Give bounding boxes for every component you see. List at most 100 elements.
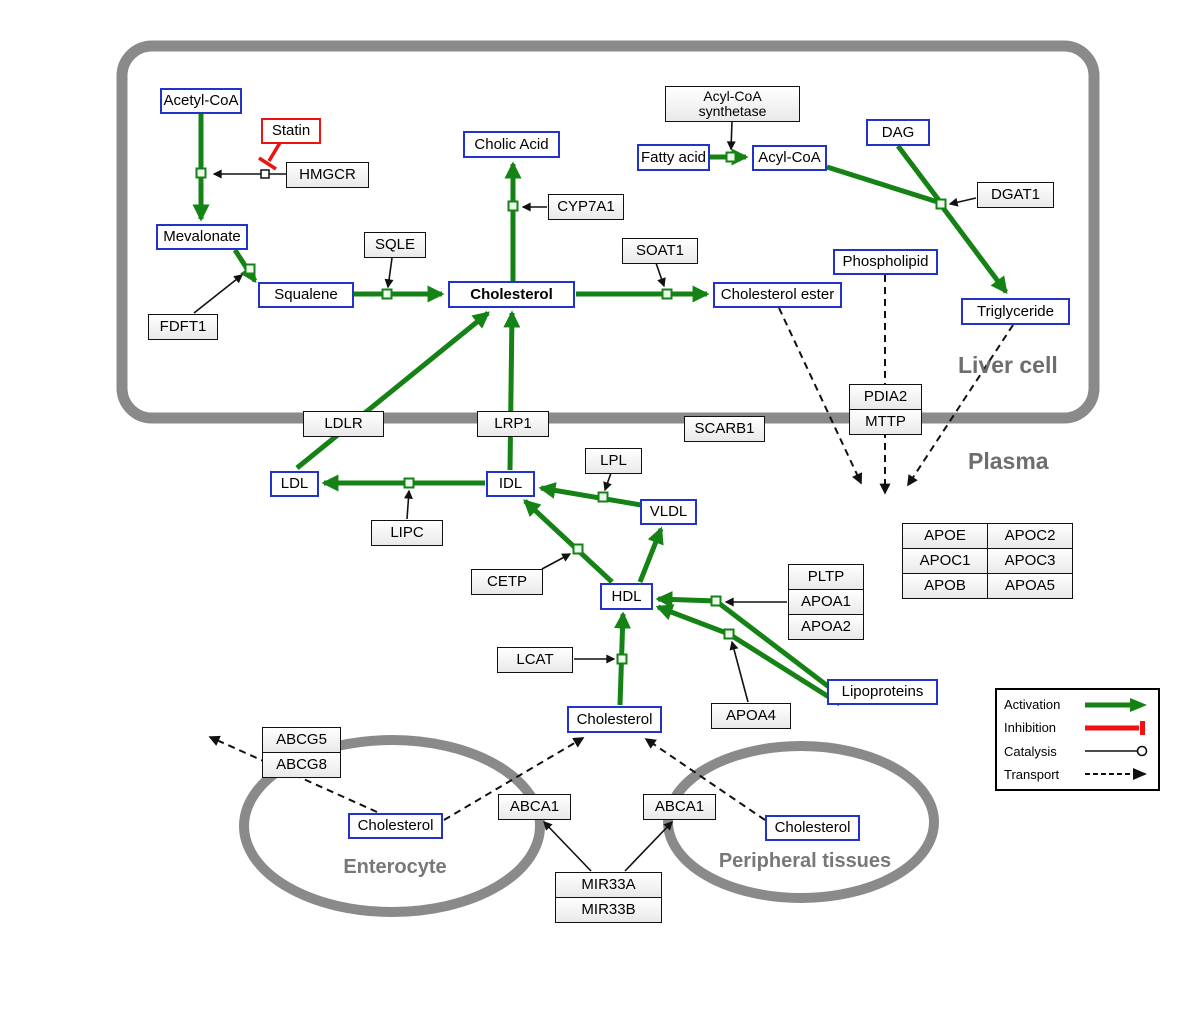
liver-cell-label: Liver cell: [958, 352, 1058, 378]
inhibition-tbar-icon: [1085, 720, 1145, 735]
node-squalene-label: Squalene: [274, 286, 338, 304]
apoe-label: APOE: [924, 527, 966, 545]
node-cholesterol-ester-label: Cholesterol ester: [720, 286, 835, 304]
node-soat1[interactable]: SOAT1: [622, 238, 698, 264]
node-statin-label: Statin: [271, 122, 311, 140]
node-apoa1[interactable]: APOA1: [788, 589, 864, 615]
process-node-squares: [195, 151, 947, 665]
node-fatty-acid[interactable]: Fatty acid: [637, 144, 710, 171]
apo-table-cell-apoe[interactable]: APOE: [902, 523, 988, 549]
node-statin[interactable]: Statin: [261, 118, 321, 144]
node-cetp[interactable]: CETP: [471, 569, 543, 595]
plasma-label: Plasma: [968, 448, 1049, 474]
node-scarb1-label: SCARB1: [694, 420, 755, 438]
node-dag[interactable]: DAG: [866, 119, 930, 146]
node-cholesterol-enterocyte-label: Cholesterol: [357, 817, 434, 835]
node-cholic-acid-label: Cholic Acid: [474, 135, 549, 153]
node-ldlr[interactable]: LDLR: [303, 411, 384, 437]
node-pltp-label: PLTP: [807, 568, 845, 586]
apoc2-label: APOC2: [1004, 527, 1056, 545]
legend-row-catalysis: Catalysis: [1004, 743, 1151, 759]
node-lipc-label: LIPC: [390, 524, 424, 542]
node-cyp7a1[interactable]: CYP7A1: [548, 194, 624, 220]
acs-line1: Acyl-CoA: [703, 88, 762, 104]
node-ldl-label: LDL: [280, 475, 309, 493]
node-cholesterol-enterocyte[interactable]: Cholesterol: [348, 813, 443, 839]
node-cholesterol-liver[interactable]: Cholesterol: [448, 281, 575, 308]
node-cholic-acid[interactable]: Cholic Acid: [463, 131, 560, 158]
node-cholesterol-peripheral[interactable]: Cholesterol: [765, 815, 860, 841]
node-abcg8[interactable]: ABCG8: [262, 752, 341, 778]
node-abcg5[interactable]: ABCG5: [262, 727, 341, 753]
node-hdl-label: HDL: [611, 587, 642, 605]
node-pltp[interactable]: PLTP: [788, 564, 864, 590]
inhibition-edge: [258, 140, 283, 171]
node-apoa2-label: APOA2: [800, 618, 852, 636]
activation-arrow-icon: [1085, 697, 1147, 712]
node-lcat[interactable]: LCAT: [497, 647, 573, 673]
node-dgat1[interactable]: DGAT1: [977, 182, 1054, 208]
node-soat1-label: SOAT1: [635, 242, 685, 260]
node-apoa4-label: APOA4: [725, 707, 777, 725]
node-idl[interactable]: IDL: [486, 471, 535, 497]
node-mevalonate[interactable]: Mevalonate: [156, 224, 248, 250]
node-phospholipid[interactable]: Phospholipid: [833, 249, 938, 275]
node-abca1-peripheral[interactable]: ABCA1: [643, 794, 716, 820]
node-lrp1-label: LRP1: [494, 415, 532, 433]
node-apoa4[interactable]: APOA4: [711, 703, 791, 729]
node-vldl[interactable]: VLDL: [640, 499, 697, 525]
apoc3-label: APOC3: [1004, 552, 1056, 570]
node-abca1-peripheral-label: ABCA1: [654, 798, 705, 816]
node-triglyceride-label: Triglyceride: [977, 302, 1054, 320]
node-ldl[interactable]: LDL: [270, 471, 319, 497]
node-sqle[interactable]: SQLE: [364, 232, 426, 258]
node-apoa1-label: APOA1: [800, 593, 852, 611]
node-fdft1[interactable]: FDFT1: [148, 314, 218, 340]
node-hmgcr-label: HMGCR: [299, 166, 356, 184]
legend-inhibition-label: Inhibition: [1004, 720, 1057, 736]
node-mir33a-label: MIR33A: [581, 876, 636, 894]
node-lipc[interactable]: LIPC: [371, 520, 443, 546]
transport-dashed-arrow-icon: [1085, 768, 1147, 781]
node-mttp[interactable]: MTTP: [849, 409, 922, 435]
legend-catalysis-label: Catalysis: [1004, 743, 1057, 759]
apo-table-cell-apob[interactable]: APOB: [902, 573, 988, 599]
node-cholesterol-peripheral-label: Cholesterol: [774, 819, 851, 837]
node-acetyl-coa[interactable]: Acetyl-CoA: [160, 88, 242, 114]
node-triglyceride[interactable]: Triglyceride: [961, 298, 1070, 325]
node-lrp1[interactable]: LRP1: [477, 411, 549, 437]
node-cholesterol-plasma-label: Cholesterol: [576, 710, 653, 728]
node-cholesterol-liver-label: Cholesterol: [470, 285, 553, 303]
node-lpl-label: LPL: [600, 452, 627, 470]
apo-table-cell-apoc3[interactable]: APOC3: [987, 548, 1073, 574]
node-scarb1[interactable]: SCARB1: [684, 416, 765, 442]
node-vldl-label: VLDL: [649, 503, 688, 521]
node-hdl[interactable]: HDL: [600, 583, 653, 610]
node-abca1-enterocyte-label: ABCA1: [509, 798, 560, 816]
legend-row-activation: Activation: [1004, 697, 1151, 713]
node-mir33b[interactable]: MIR33B: [555, 897, 662, 923]
node-mir33a[interactable]: MIR33A: [555, 872, 662, 898]
node-pdia2[interactable]: PDIA2: [849, 384, 922, 410]
node-dag-label: DAG: [881, 123, 915, 141]
node-cholesterol-ester[interactable]: Cholesterol ester: [713, 282, 842, 308]
apo-table-cell-apoc1[interactable]: APOC1: [902, 548, 988, 574]
node-cyp7a1-label: CYP7A1: [557, 198, 615, 216]
node-abca1-enterocyte[interactable]: ABCA1: [498, 794, 571, 820]
apo-table-cell-apoa5[interactable]: APOA5: [987, 573, 1073, 599]
node-squalene[interactable]: Squalene: [258, 282, 354, 308]
node-hmgcr[interactable]: HMGCR: [286, 162, 369, 188]
node-dgat1-label: DGAT1: [991, 186, 1040, 204]
node-apoa2[interactable]: APOA2: [788, 614, 864, 640]
apo-table-cell-apoc2[interactable]: APOC2: [987, 523, 1073, 549]
node-lpl[interactable]: LPL: [585, 448, 642, 474]
node-acyl-coa[interactable]: Acyl-CoA: [752, 145, 827, 171]
node-mir33b-label: MIR33B: [581, 901, 636, 919]
node-cholesterol-plasma[interactable]: Cholesterol: [567, 706, 662, 733]
node-lipoproteins[interactable]: Lipoproteins: [827, 679, 938, 705]
node-mttp-label: MTTP: [865, 413, 906, 431]
